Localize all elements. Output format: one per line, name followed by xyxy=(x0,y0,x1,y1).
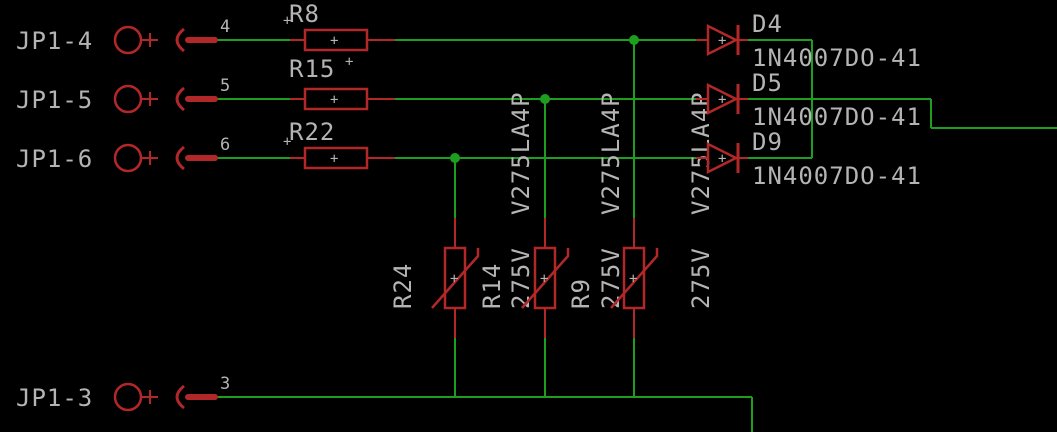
diode-d9: + D9 1N4007DO-41 xyxy=(696,128,922,190)
pin-socket-icon xyxy=(175,86,185,112)
junction-dot xyxy=(450,153,460,163)
origin-cross: + xyxy=(330,151,338,167)
varistor-label: R14 xyxy=(478,263,506,309)
diode-label: D4 xyxy=(752,10,783,38)
varistor-body xyxy=(533,246,557,310)
varistor-label: R9 xyxy=(567,278,595,309)
connector-label: JP1-5 xyxy=(16,86,93,114)
varistor-slash-icon xyxy=(610,248,659,309)
varistor-value: V275LA4P xyxy=(507,91,535,215)
connector-label: JP1-3 xyxy=(16,384,93,412)
wires xyxy=(215,39,1057,432)
resistor-label: R8 xyxy=(289,0,320,28)
resistor-label: R22 xyxy=(289,118,335,146)
junction-dot xyxy=(540,94,550,104)
connector-pin-jp1-5: JP1-5 5 xyxy=(16,76,230,114)
resistor-r22: + + R22 xyxy=(283,118,395,170)
diode-d4: + D4 1N4007DO-41 xyxy=(696,10,922,72)
origin-cross: + xyxy=(718,151,726,167)
varistor-body xyxy=(443,246,467,310)
origin-cross: + xyxy=(283,13,291,29)
junction-dot xyxy=(629,35,639,45)
diode-triangle-icon xyxy=(706,23,739,57)
origin-cross: + xyxy=(330,33,338,49)
origin-cross: + xyxy=(330,92,338,108)
origin-cross: + xyxy=(540,271,548,287)
connector-pin-jp1-4: JP1-4 4 xyxy=(16,17,230,55)
diode-value: 1N4007DO-41 xyxy=(752,103,922,131)
pin-number: 3 xyxy=(220,374,230,394)
varistor-r9: + R9 V275LA4P 275V xyxy=(567,91,715,338)
origin-cross: + xyxy=(629,271,637,287)
connector-pin-jp1-6: JP1-6 6 xyxy=(16,135,230,173)
diode-triangle-icon xyxy=(706,82,739,116)
connector-label: JP1-6 xyxy=(16,145,93,173)
origin-cross: + xyxy=(283,134,291,150)
pin-number: 4 xyxy=(220,17,230,37)
origin-cross: + xyxy=(345,54,353,70)
origin-cross: + xyxy=(718,92,726,108)
pin-number: 6 xyxy=(220,135,230,155)
diode-value: 1N4007DO-41 xyxy=(752,44,922,72)
varistor-voltage: 275V xyxy=(687,247,715,309)
varistor-voltage: 275V xyxy=(597,247,625,309)
resistor-body xyxy=(303,146,369,170)
varistor-value: V275LA4P xyxy=(597,91,625,215)
pin-number: 5 xyxy=(220,76,230,96)
resistor-r15: + + R15 xyxy=(289,54,395,111)
resistor-body xyxy=(303,87,369,111)
diode-label: D9 xyxy=(752,128,783,156)
pin-ring-icon xyxy=(113,25,143,55)
junctions xyxy=(450,35,639,163)
varistor-body xyxy=(622,246,646,310)
pin-socket-icon xyxy=(175,145,185,171)
diode-d5: + D5 1N4007DO-41 xyxy=(696,69,922,131)
resistor-r8: + + R8 xyxy=(283,0,395,52)
diode-label: D5 xyxy=(752,69,783,97)
connector-pin-jp1-3: JP1-3 3 xyxy=(16,374,230,412)
varistor-label: R24 xyxy=(389,263,417,309)
varistor-r24: + R24 V275LA4P 275V xyxy=(389,91,535,338)
pin-ring-icon xyxy=(113,382,143,412)
varistor-value: V275LA4P xyxy=(687,91,715,215)
varistor-r14: + R14 V275LA4P 275V xyxy=(478,91,625,338)
origin-cross: + xyxy=(450,271,458,287)
pin-ring-icon xyxy=(113,84,143,114)
pin-ring-icon xyxy=(113,143,143,173)
resistor-body xyxy=(303,28,369,52)
resistor-label: R15 xyxy=(289,55,335,83)
connector-label: JP1-4 xyxy=(16,27,93,55)
origin-cross: + xyxy=(718,33,726,49)
diode-value: 1N4007DO-41 xyxy=(752,162,922,190)
pin-socket-icon xyxy=(175,384,185,410)
varistor-slash-icon xyxy=(521,248,570,309)
pin-socket-icon xyxy=(175,27,185,53)
varistor-slash-icon xyxy=(431,248,480,309)
diode-triangle-icon xyxy=(706,141,739,175)
